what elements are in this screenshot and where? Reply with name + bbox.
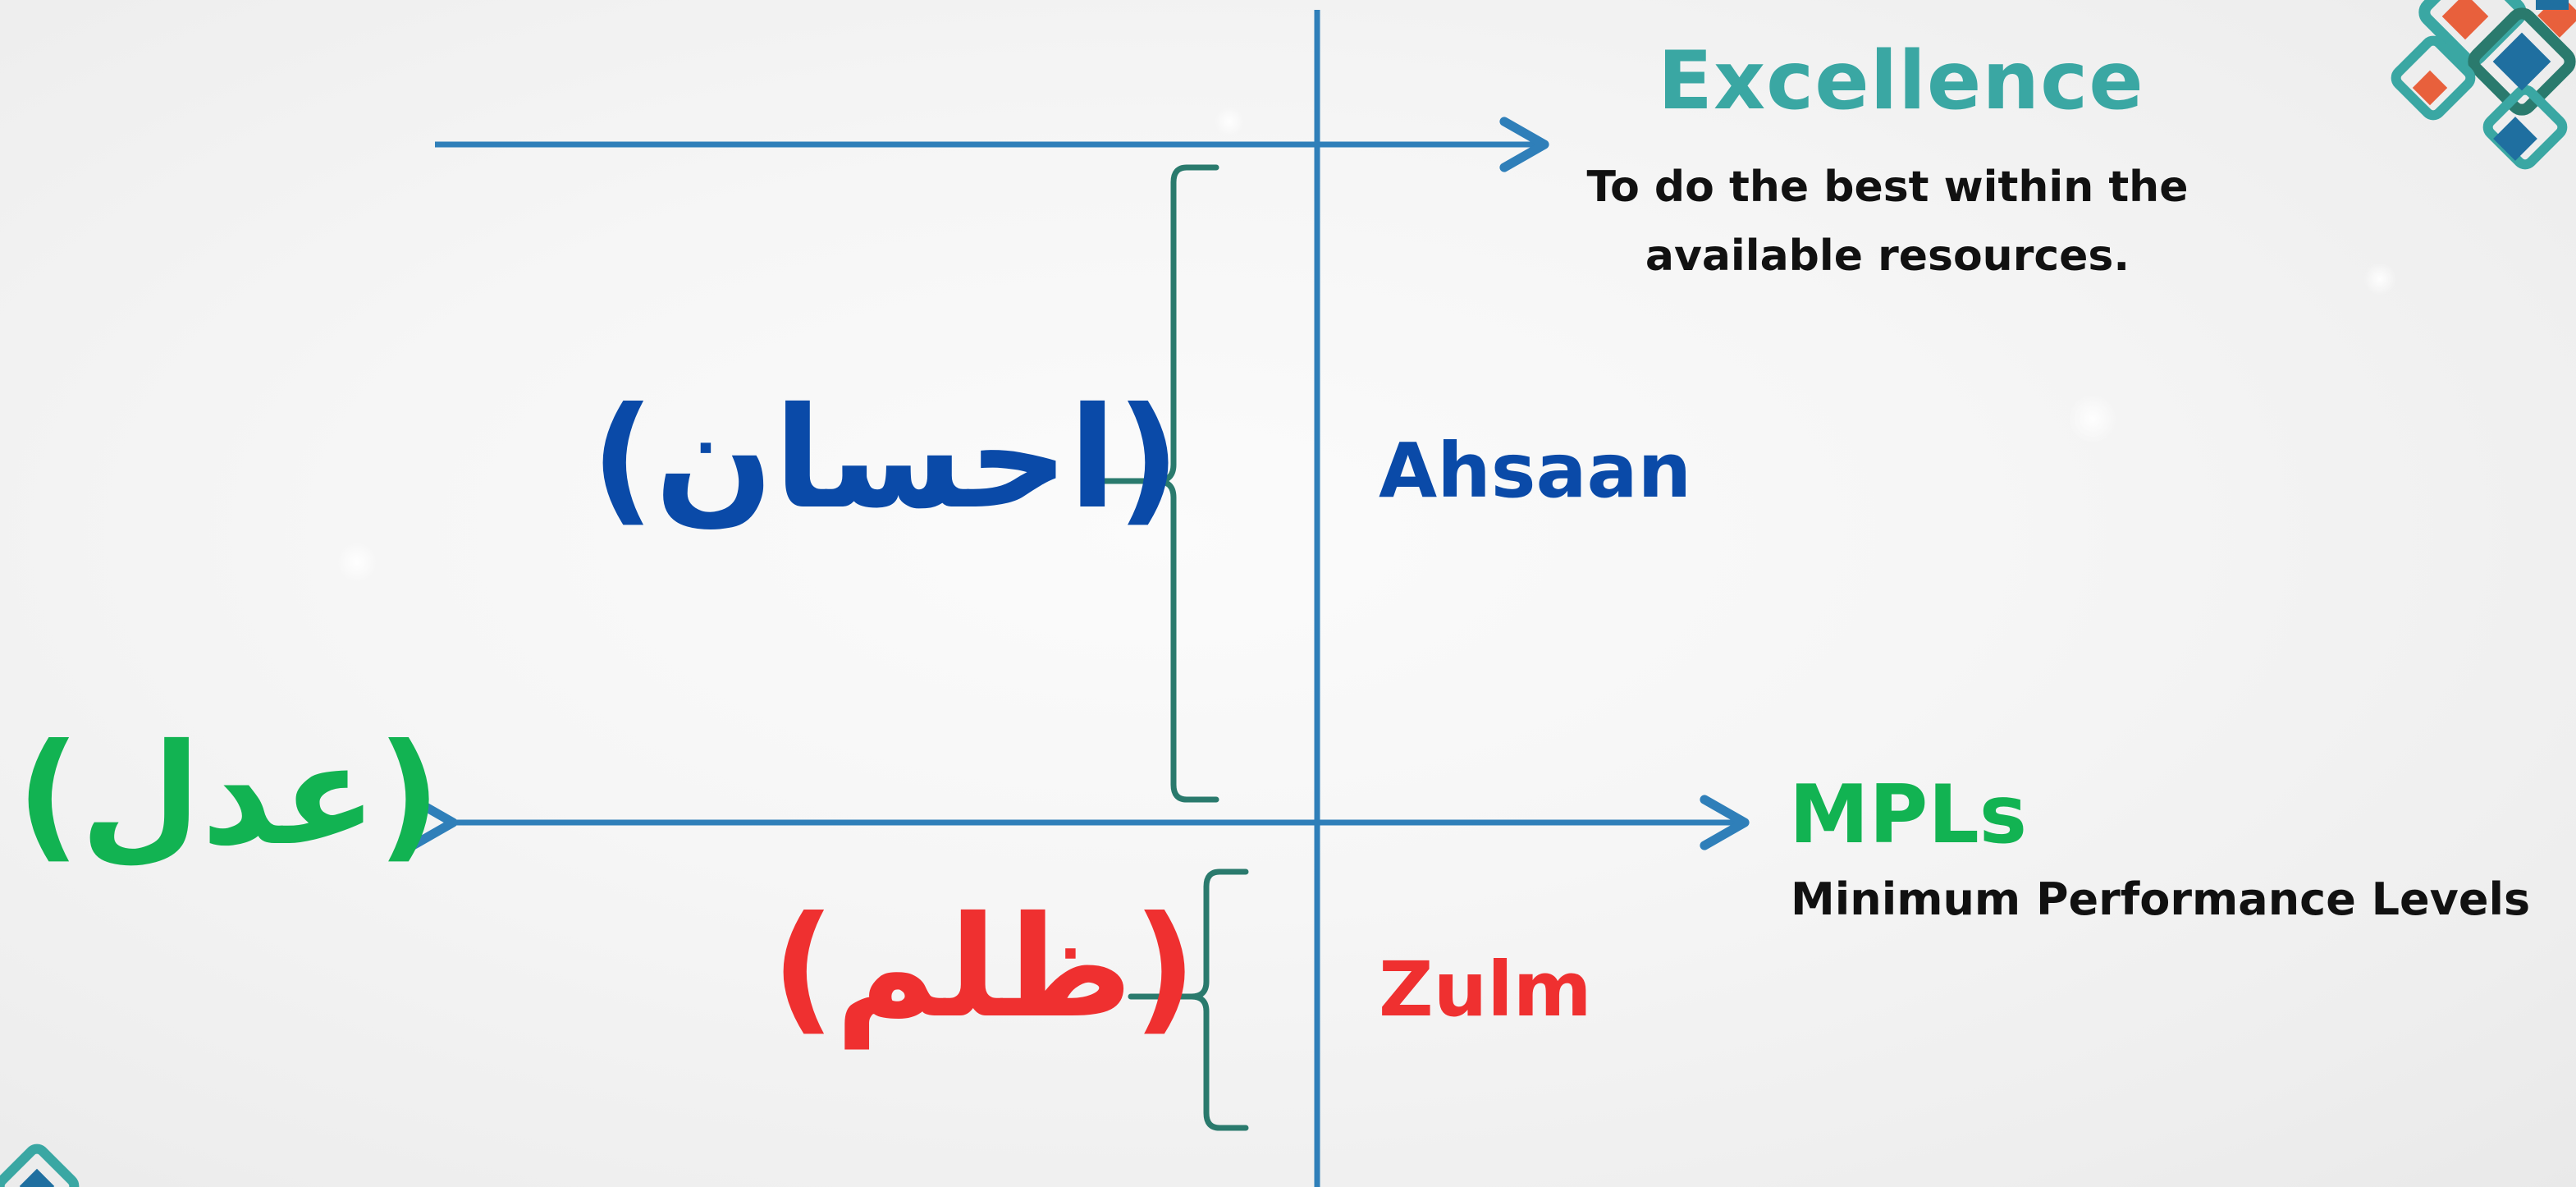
ahsaan-urdu-term: (احسان) xyxy=(591,378,1181,540)
adl-urdu-term: (عدل) xyxy=(16,714,442,877)
background-sparkle xyxy=(1215,107,1244,136)
zulm-bracket xyxy=(1128,868,1249,1131)
mpls-description: Minimum Performance Levels xyxy=(1791,873,2531,925)
islamic-knot-ornament-icon xyxy=(0,1143,80,1187)
zulm-term: Zulm xyxy=(1379,946,1592,1033)
ahsaan-bracket xyxy=(1090,164,1219,803)
background-sparkle xyxy=(2363,263,2396,296)
excellence-description: To do the best within the available reso… xyxy=(1586,163,2189,281)
background-sparkle xyxy=(336,542,377,583)
excellence-title: Excellence xyxy=(1658,34,2144,128)
background-sparkle xyxy=(2068,394,2117,443)
islamic-knot-ornament-icon xyxy=(2391,0,2576,170)
zulm-urdu-term: (ظلم) xyxy=(771,887,1197,1049)
ahsaan-term: Ahsaan xyxy=(1379,427,1692,515)
mpls-title: MPLs xyxy=(1789,768,2028,862)
